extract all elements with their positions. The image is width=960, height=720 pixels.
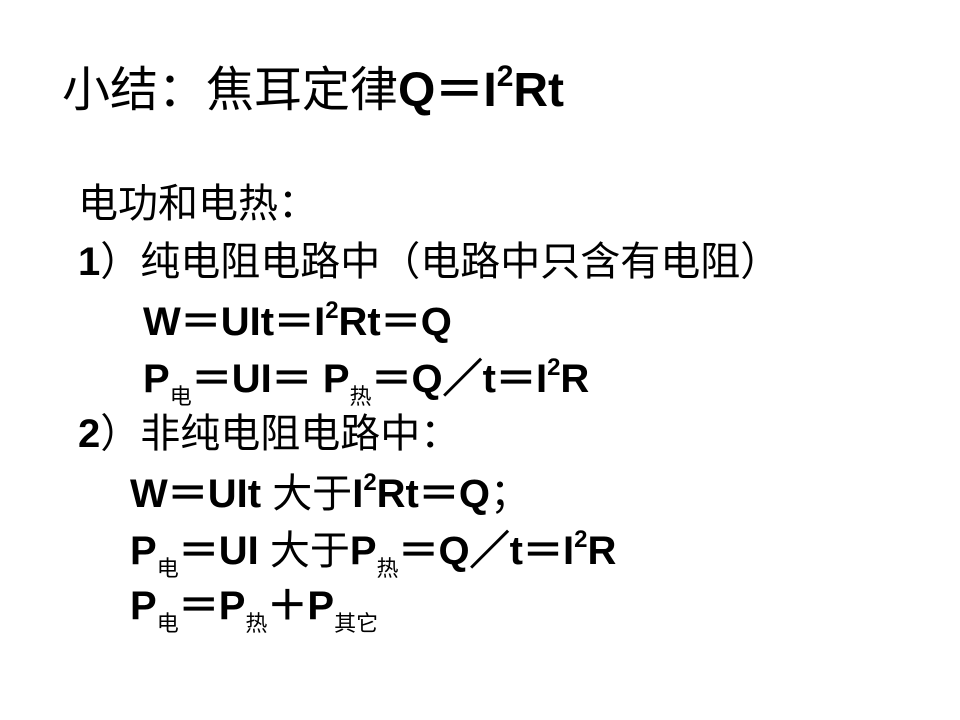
case1-label: ）纯电阻电路中（电路中只含有电阻） bbox=[100, 239, 781, 285]
case2-sum-p1: P bbox=[130, 584, 157, 628]
case2-work-formula: W＝UIt 大于I2Rt＝Q； bbox=[130, 469, 530, 517]
title-text: 小结：焦耳定律 bbox=[62, 62, 399, 118]
case1-work-formula: W＝UIt＝I2Rt＝Q bbox=[143, 297, 452, 344]
case2-power-sub-electric: 电 bbox=[156, 557, 179, 582]
case2-work-c: Rt＝Q bbox=[376, 472, 490, 516]
case1-power-formula: P电＝UI＝ P热＝Q／t＝I2R bbox=[143, 354, 590, 410]
case1-power-tail: ＝Q／t＝I bbox=[371, 357, 548, 401]
title-formula-tail: Rt bbox=[513, 64, 565, 117]
case2-work-exponent: 2 bbox=[363, 469, 377, 496]
title-formula-exponent: 2 bbox=[496, 60, 514, 93]
slide-title: 小结：焦耳定律Q＝I2Rt bbox=[62, 60, 564, 118]
case2-label: ）非纯电阻电路中： bbox=[100, 411, 461, 457]
case2-power-end: R bbox=[587, 529, 617, 573]
title-formula-base: Q＝I bbox=[398, 64, 497, 117]
case2-work-greater-than: 大于 bbox=[272, 471, 353, 517]
case2-power-p2: P bbox=[349, 529, 377, 573]
case1-power-end: R bbox=[560, 357, 590, 401]
case2-work-a: W＝UIt bbox=[130, 472, 273, 516]
case2-power-sub-heat: 热 bbox=[376, 557, 399, 582]
case2-power-sum-formula: P电＝P热＋P其它 bbox=[130, 584, 378, 637]
case2-sum-equals: ＝P bbox=[178, 584, 246, 628]
case2-power-exponent: 2 bbox=[574, 526, 588, 553]
case2-work-semicolon: ； bbox=[490, 471, 530, 517]
case1-work-exponent: 2 bbox=[325, 297, 339, 324]
case2-sum-sub-heat: 热 bbox=[245, 612, 268, 637]
case2-power-p1: P bbox=[130, 529, 157, 573]
case1-work-a: W＝UIt＝I bbox=[143, 300, 326, 344]
case2-heading: 2）非纯电阻电路中： bbox=[78, 412, 460, 456]
case1-heading: 1）纯电阻电路中（电路中只含有电阻） bbox=[78, 240, 780, 284]
case1-power-sub-heat: 热 bbox=[349, 385, 372, 410]
case1-work-b: Rt＝Q bbox=[338, 300, 452, 344]
case2-sum-plus: ＋P bbox=[267, 584, 335, 628]
case2-power-tail: ＝Q／t＝I bbox=[398, 529, 575, 573]
case1-power-mid: ＝UI＝ P bbox=[191, 357, 350, 401]
case1-power-p1: P bbox=[143, 357, 170, 401]
case2-number: 2 bbox=[78, 412, 101, 456]
case2-work-b: I bbox=[352, 472, 364, 516]
case2-sum-sub-other: 其它 bbox=[334, 612, 379, 637]
case2-power-mid: ＝UI bbox=[178, 529, 270, 573]
section-heading: 电功和电热： bbox=[78, 181, 318, 227]
case2-power-greater-than: 大于 bbox=[269, 528, 350, 574]
case1-power-exponent: 2 bbox=[547, 354, 561, 381]
case1-power-sub-electric: 电 bbox=[169, 385, 192, 410]
case2-power-formula: P电＝UI 大于P热＝Q／t＝I2R bbox=[130, 526, 617, 582]
case2-sum-sub-electric: 电 bbox=[156, 612, 179, 637]
case1-number: 1 bbox=[78, 240, 101, 284]
